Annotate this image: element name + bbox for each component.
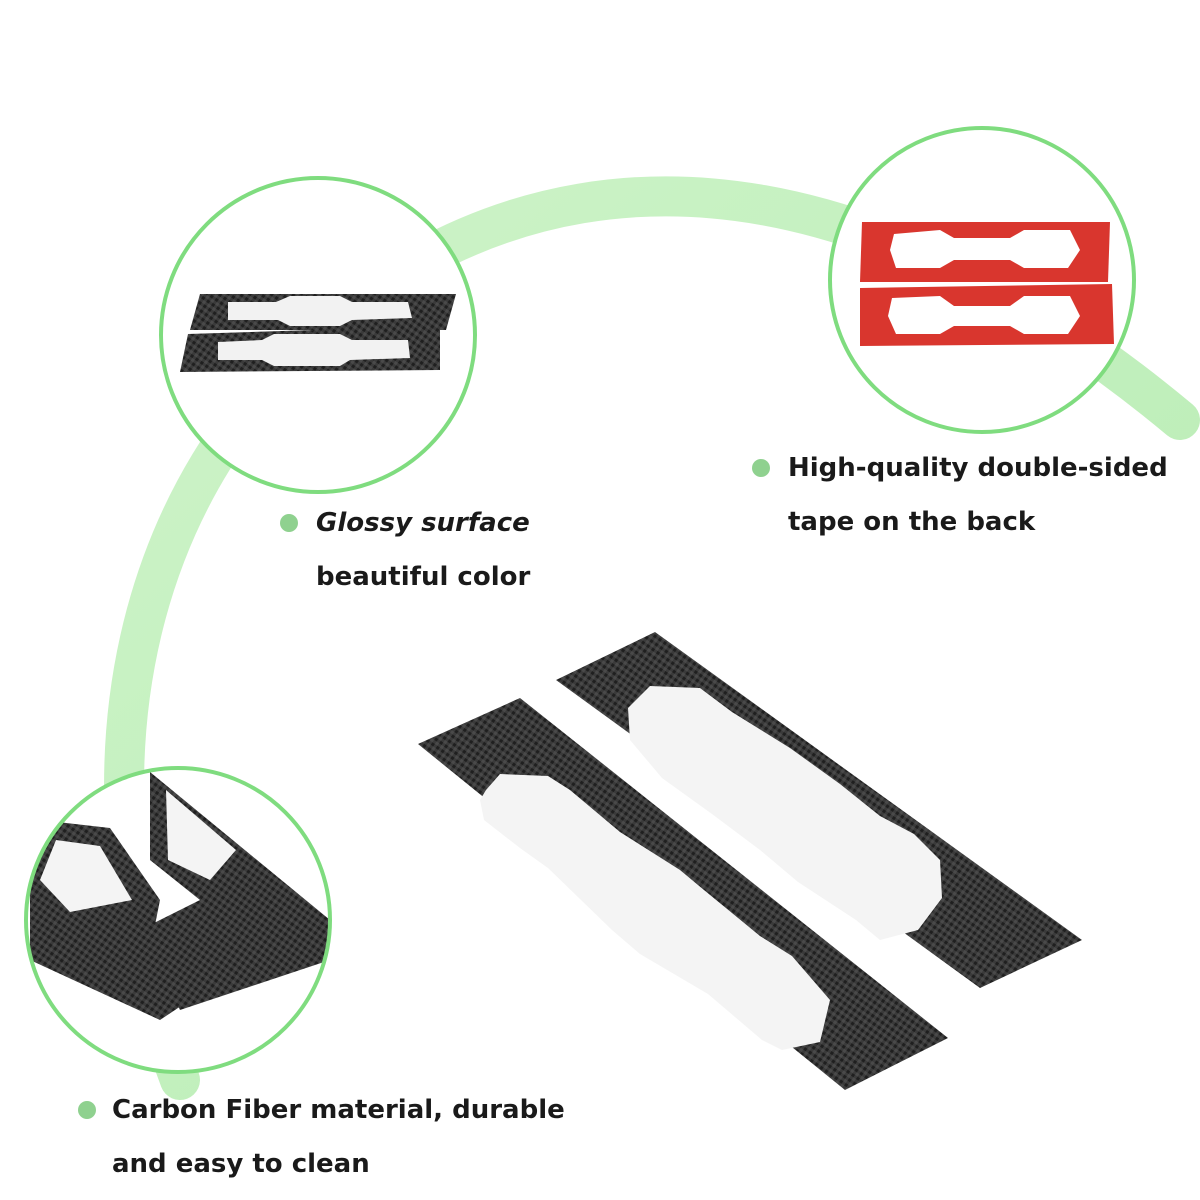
feature-material: Carbon Fiber material, durable and easy … (78, 1083, 565, 1191)
feature-line: and easy to clean (112, 1149, 370, 1179)
bullet-icon (78, 1101, 96, 1119)
tape-detail-circle (828, 126, 1136, 434)
material-detail-circle (24, 766, 332, 1074)
feature-line: High-quality double-sided (788, 453, 1168, 483)
feature-tape: High-quality double-sided tape on the ba… (752, 441, 1168, 549)
bullet-icon (280, 514, 298, 532)
feature-line: tape on the back (788, 507, 1036, 537)
main-product-image (418, 632, 1082, 1090)
glossy-detail-circle (159, 176, 477, 494)
feature-line: beautiful color (316, 562, 531, 592)
feature-glossy: Glossy surface beautiful color (280, 496, 531, 604)
bullet-icon (752, 459, 770, 477)
feature-line: Carbon Fiber material, durable (112, 1095, 565, 1125)
feature-line: Glossy surface (316, 508, 530, 538)
